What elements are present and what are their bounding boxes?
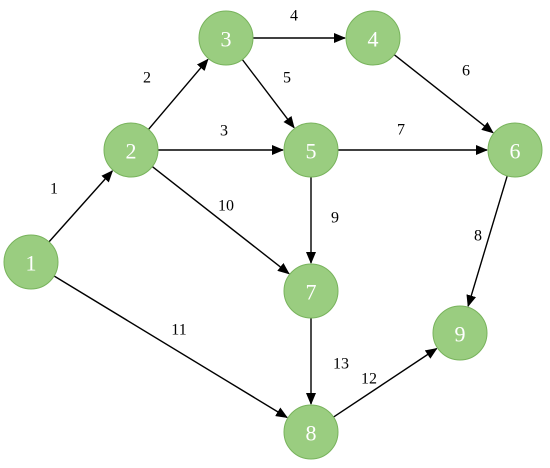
node-7: 7 — [283, 263, 339, 319]
edge-label-9: 9 — [331, 210, 339, 227]
edge-label-1: 1 — [50, 181, 58, 198]
edges-layer — [48, 33, 508, 419]
node-9: 9 — [432, 305, 488, 361]
node-label-9: 9 — [455, 322, 466, 347]
node-label-4: 4 — [368, 27, 379, 52]
node-circle-4 — [345, 10, 401, 66]
node-label-1: 1 — [26, 251, 37, 276]
node-label-7: 7 — [306, 280, 317, 305]
edge-1-to-2 — [48, 170, 114, 243]
node-circle-2 — [103, 122, 159, 178]
node-circle-9 — [432, 305, 488, 361]
node-circle-6 — [487, 122, 543, 178]
edge-label-4: 4 — [290, 8, 298, 25]
node-label-3: 3 — [221, 27, 232, 52]
edge-label-2: 2 — [143, 70, 151, 87]
node-circle-7 — [283, 263, 339, 319]
edge-label-10: 10 — [218, 198, 234, 215]
node-circle-8 — [283, 404, 339, 460]
node-circle-3 — [198, 10, 254, 66]
node-label-2: 2 — [126, 139, 137, 164]
edge-label-11: 11 — [171, 322, 186, 339]
node-6: 6 — [487, 122, 543, 178]
edge-label-5: 5 — [283, 70, 291, 87]
edge-3-to-5 — [241, 59, 295, 129]
edge-4-to-6 — [393, 54, 494, 134]
node-circle-1 — [3, 234, 59, 290]
node-3: 3 — [198, 10, 254, 66]
edge-label-13: 13 — [333, 356, 349, 373]
node-label-8: 8 — [306, 421, 317, 446]
edge-2-to-3 — [147, 58, 209, 130]
node-5: 5 — [283, 122, 339, 178]
edge-label-12: 12 — [361, 371, 377, 388]
edge-label-3: 3 — [220, 123, 228, 140]
edge-label-8: 8 — [474, 228, 482, 245]
edge-2-to-7 — [151, 166, 290, 275]
node-1: 1 — [3, 234, 59, 290]
node-8: 8 — [283, 404, 339, 460]
node-4: 4 — [345, 10, 401, 66]
edge-8-to-9 — [333, 347, 438, 418]
edge-label-6: 6 — [462, 63, 470, 80]
edge-label-7: 7 — [397, 122, 405, 139]
node-2: 2 — [103, 122, 159, 178]
edge-1-to-8 — [53, 275, 288, 419]
node-label-5: 5 — [306, 139, 317, 164]
node-circle-5 — [283, 122, 339, 178]
edge-6-to-9 — [466, 175, 508, 308]
node-label-6: 6 — [510, 139, 521, 164]
